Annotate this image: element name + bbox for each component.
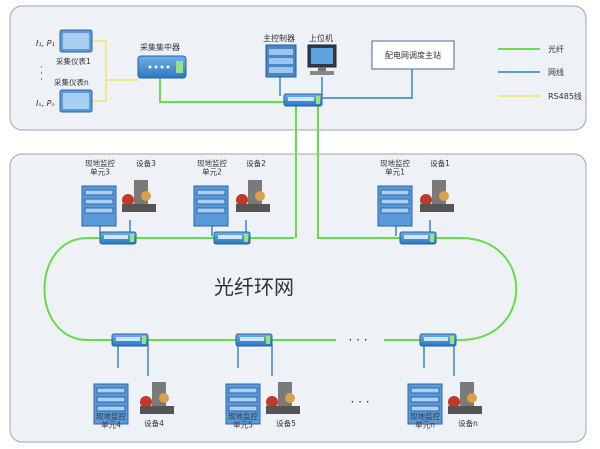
monitor-unit-4-icon <box>93 383 129 425</box>
ring-dots-bottom: · · · <box>350 395 369 409</box>
core-switch-icon <box>283 93 323 107</box>
meter-dots-2: · <box>40 69 43 79</box>
unit-n-label: 现地监控单元n <box>410 411 440 430</box>
device-4-label: 设备4 <box>144 418 164 428</box>
monitor-unit-n-icon <box>407 383 443 425</box>
unit-4-label: 现地监控单元4 <box>96 411 126 430</box>
host-pc-label: 上位机 <box>309 33 333 43</box>
legend-rs485-label: RS485线 <box>548 91 582 101</box>
unit-5-label: 现地监控单元5 <box>228 411 258 430</box>
meter-n-label: 采集仪表n <box>54 77 89 87</box>
equipment-4-icon <box>140 382 174 414</box>
collector-label: 采集集中器 <box>140 42 180 52</box>
meter-1-label: 采集仪表1 <box>56 56 91 66</box>
ring-dots-middle: · · · <box>348 333 367 347</box>
main-controller-label: 主控制器 <box>263 33 295 43</box>
switch-unit-2-icon <box>213 231 251 245</box>
legend-net-label: 网线 <box>548 67 564 77</box>
main-controller-icon <box>265 44 297 78</box>
equipment-5-icon <box>266 382 300 414</box>
monitor-unit-1-icon <box>377 185 413 227</box>
monitor-units <box>81 185 443 425</box>
meter-1-icon <box>59 29 93 53</box>
switch-unit-n-icon <box>419 333 457 347</box>
unit-3-label: 现地监控单元3 <box>85 158 115 177</box>
switch-unit-3-icon <box>99 231 137 245</box>
ring-title: 光纤环网 <box>214 275 294 299</box>
control-center-panel <box>9 5 587 131</box>
equipment-1-icon <box>420 180 454 212</box>
equipment-2-icon <box>236 180 270 212</box>
equipment-n-icon <box>448 382 482 414</box>
switch-unit-1-icon <box>399 231 437 245</box>
monitor-unit-2-icon <box>193 185 229 227</box>
monitor-unit-5-icon <box>225 383 261 425</box>
device-5-label: 设备5 <box>276 418 296 428</box>
device-2-label: 设备2 <box>246 158 266 168</box>
equipment-3-icon <box>122 180 156 212</box>
dispatch-label: 配电网调度主站 <box>385 50 441 60</box>
host-pc-icon <box>307 44 337 75</box>
unit-2-label: 现地监控单元2 <box>197 158 227 177</box>
field-panel <box>9 153 587 443</box>
device-3-label: 设备3 <box>136 158 156 168</box>
meter-n-icon <box>59 89 93 113</box>
device-n-label: 设备n <box>458 418 478 428</box>
meter-dots-3: · <box>40 75 43 85</box>
switch-unit-4-icon <box>111 333 149 347</box>
switch-unit-5-icon <box>235 333 273 347</box>
unit-1-label: 现地监控单元1 <box>380 158 410 177</box>
meter-dots-1: · <box>40 63 43 73</box>
meter-n-param: Iₙ, Pₙ <box>36 99 55 108</box>
dispatch-box <box>371 40 455 70</box>
device-1-label: 设备1 <box>430 158 450 168</box>
monitor-unit-3-icon <box>81 185 117 227</box>
collector-icon <box>137 55 187 79</box>
legend-fiber-label: 光纤 <box>548 44 564 54</box>
rs485-lines <box>92 40 540 102</box>
meter-1-param: I₁, P₁ <box>36 39 55 48</box>
